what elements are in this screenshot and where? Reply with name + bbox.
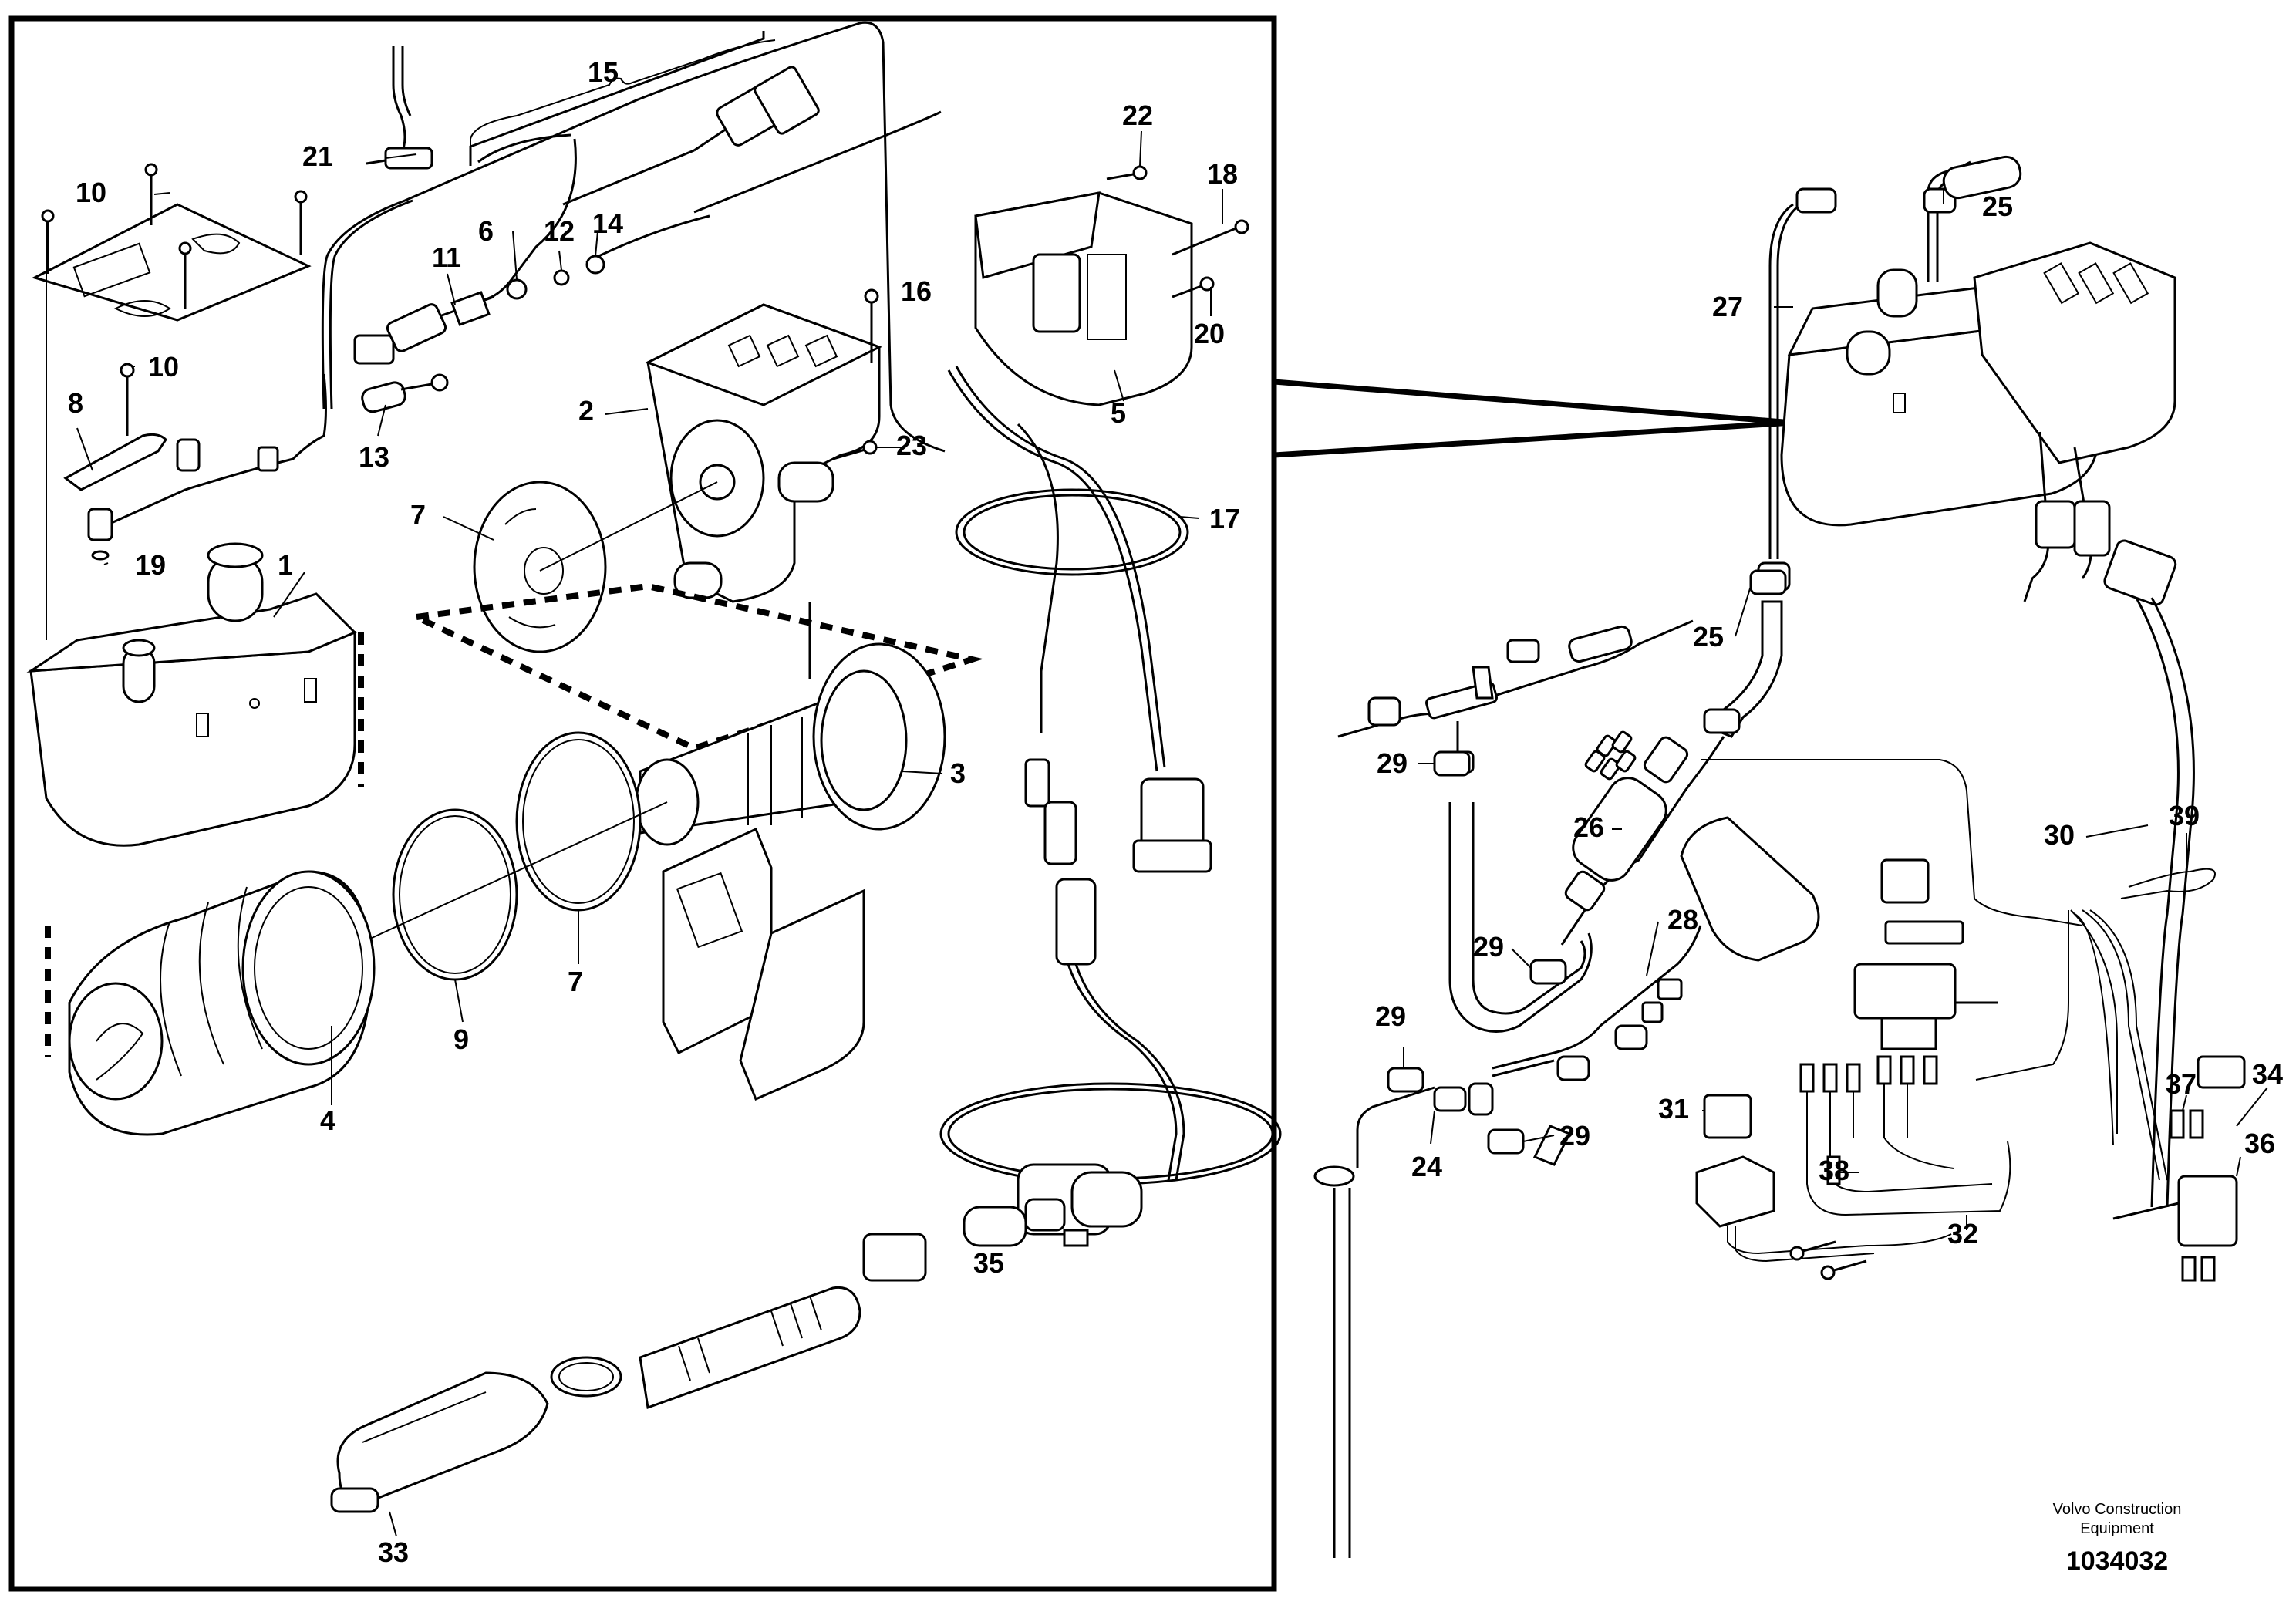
brand-line-1: Volvo Construction xyxy=(2053,1501,2182,1518)
callout-21: 21 xyxy=(302,140,333,172)
assembly-axis-1 xyxy=(539,481,718,572)
callout-18: 18 xyxy=(1207,158,1238,190)
heat-shield xyxy=(662,827,865,1101)
callout-9: 9 xyxy=(453,1023,469,1055)
callout-8: 8 xyxy=(68,387,83,419)
callout-17: 17 xyxy=(1209,503,1240,534)
callout-4: 4 xyxy=(320,1104,335,1136)
dashboard-cover xyxy=(1680,816,1820,962)
callout-33: 33 xyxy=(378,1536,409,1568)
callout-37: 37 xyxy=(2166,1068,2197,1100)
combustion-tube xyxy=(635,602,946,846)
callout-22: 22 xyxy=(1122,99,1153,131)
callout-19: 19 xyxy=(135,549,166,581)
fuel-line-loop xyxy=(947,366,1212,1181)
o-ring-9 xyxy=(392,808,518,981)
relay-base xyxy=(1880,858,1930,904)
callout-34: 34 xyxy=(2252,1058,2283,1090)
fuel-line-network xyxy=(1313,619,1702,1558)
sealing-ring-7 xyxy=(515,731,642,912)
small-connectors xyxy=(1584,730,1637,781)
leader-lines xyxy=(76,39,2268,1537)
baffle-disc xyxy=(473,481,607,653)
dashed-boundary-2 xyxy=(415,582,984,752)
control-unit xyxy=(974,191,1193,406)
callout-14: 14 xyxy=(592,207,623,239)
fuse-holder xyxy=(1853,920,1998,1050)
callout-30: 30 xyxy=(2044,819,2075,851)
fuse-cover-34 xyxy=(2197,1055,2246,1089)
relay xyxy=(1695,1094,1952,1263)
callout-16: 16 xyxy=(901,275,932,307)
callout-20: 20 xyxy=(1194,318,1225,349)
heater-overview xyxy=(1780,241,2176,527)
callout-12: 12 xyxy=(544,215,575,247)
callout-7-ring: 7 xyxy=(568,966,583,997)
callout-27: 27 xyxy=(1712,291,1743,322)
blade-fuses-37 xyxy=(2170,1109,2204,1139)
fuse-box-36 xyxy=(2112,1175,2238,1282)
ring-terminals xyxy=(1789,1240,1867,1280)
callout-28: 28 xyxy=(1667,904,1698,936)
callout-25-mid: 25 xyxy=(1693,621,1724,653)
callout-6: 6 xyxy=(478,215,494,247)
coolant-hoses xyxy=(1710,155,2022,738)
callout-26: 26 xyxy=(1573,811,1604,843)
main-harness xyxy=(1975,431,2195,1208)
hose-clamps xyxy=(1387,569,1787,1155)
zoom-line-top xyxy=(1273,379,1794,426)
callout-39: 39 xyxy=(2169,800,2200,831)
zoom-line-bottom xyxy=(1273,420,1794,458)
temperature-sensor xyxy=(366,46,433,170)
callout-1: 1 xyxy=(278,549,293,581)
callout-10-bracket: 10 xyxy=(148,351,179,383)
filter-signal-wire xyxy=(1701,759,2083,926)
brand-line-2: Equipment xyxy=(2080,1520,2154,1537)
callout-5: 5 xyxy=(1111,397,1126,429)
mounting-bracket xyxy=(63,363,327,561)
heater-housing xyxy=(26,542,357,847)
control-screws xyxy=(1106,165,1249,298)
glow-plug xyxy=(353,255,605,365)
callout-3: 3 xyxy=(950,757,966,789)
dosing-pump xyxy=(939,1082,1282,1247)
document-number: 1034032 xyxy=(2066,1546,2168,1576)
callout-31: 31 xyxy=(1658,1093,1689,1125)
callout-2: 2 xyxy=(578,395,594,427)
harness-bracket xyxy=(469,31,765,166)
callout-38: 38 xyxy=(1819,1155,1849,1186)
callout-13: 13 xyxy=(359,441,389,473)
callout-29-c: 29 xyxy=(1375,1000,1406,1032)
cable-tie-39 xyxy=(2120,868,2216,899)
callout-7-disc: 7 xyxy=(410,499,426,531)
sealing-ring-7-inner xyxy=(522,739,635,904)
callout-23: 23 xyxy=(896,430,927,461)
terminal-block xyxy=(1799,1055,2011,1216)
o-ring-9-inner xyxy=(399,815,511,974)
cover-screws xyxy=(41,163,308,309)
callout-29-b: 29 xyxy=(1473,931,1504,963)
assembly-axis-2 xyxy=(331,801,668,957)
blade-fuse-38 xyxy=(1826,1155,1841,1185)
burner-insert xyxy=(645,303,882,603)
callout-labels: 1 2 3 4 5 6 7 7 8 9 10 10 11 12 13 14 15… xyxy=(68,56,2283,1568)
callout-36: 36 xyxy=(2244,1128,2275,1159)
callout-15: 15 xyxy=(588,56,619,88)
callout-29-a: 29 xyxy=(1377,747,1408,779)
exhaust-pipe xyxy=(330,1233,927,1513)
detail-frame xyxy=(8,15,1277,1592)
flame-sensor xyxy=(361,373,449,413)
callout-35: 35 xyxy=(973,1247,1004,1279)
callout-24: 24 xyxy=(1411,1151,1442,1182)
heat-exchanger xyxy=(68,870,376,1136)
callout-25-top: 25 xyxy=(1982,191,2013,222)
callout-11: 11 xyxy=(432,241,461,273)
callout-29-d: 29 xyxy=(1559,1120,1590,1152)
wiring-harness xyxy=(321,21,946,453)
callout-10-top: 10 xyxy=(76,177,106,208)
callout-32: 32 xyxy=(1947,1218,1978,1249)
cover-plate xyxy=(31,203,312,640)
